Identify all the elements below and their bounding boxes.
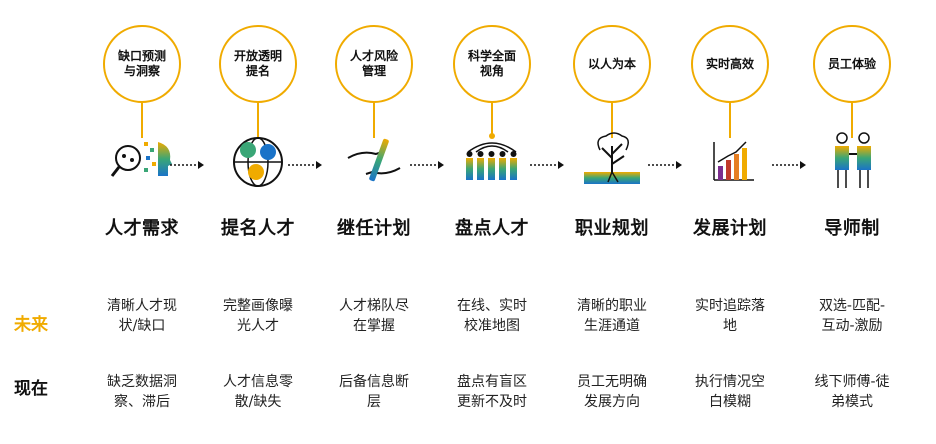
bubble: 人才风险 管理 — [314, 0, 434, 140]
flow-arrow — [288, 161, 322, 169]
stage-title: 提名人才 — [221, 218, 295, 239]
bubble: 开放透明 提名 — [198, 0, 318, 140]
now-text: 后备信息断 层 — [339, 374, 409, 410]
now-text: 缺乏数据洞 察、滞后 — [107, 374, 177, 410]
mentor-pair-icon — [820, 128, 884, 192]
future-text: 清晰人才现 状/缺口 — [107, 298, 177, 334]
future-text: 实时追踪落 地 — [695, 298, 765, 334]
flow-arrow — [410, 161, 444, 169]
flow-arrow — [772, 161, 806, 169]
bubble-label: 实时高效 — [705, 56, 754, 71]
tree-growth-icon — [580, 128, 644, 192]
flow-arrow — [530, 161, 564, 169]
row-label-now: 现在 — [14, 379, 48, 399]
flow-arrow — [170, 161, 204, 169]
column-development-plan: 实时高效 发展计划 实时追踪落 地 执行情况空 白模糊 — [670, 0, 790, 444]
globe-people-icon — [226, 128, 290, 192]
people-network-icon — [460, 128, 524, 192]
future-text: 在线、实时 校准地图 — [457, 298, 527, 334]
column-talent-demand: 缺口预测 与洞察 人才需求 清晰人才现 状/缺口 缺乏数据洞 察、滞后 — [82, 0, 202, 444]
flow-arrow — [648, 161, 682, 169]
bubble-label: 缺口预测 与洞察 — [117, 49, 166, 78]
column-career-plan: 以人为本 职业规划 清晰的职业 生涯通道 员工无明确 发展方向 — [552, 0, 672, 444]
bubble: 员工体验 — [792, 0, 912, 140]
stage-title: 人才需求 — [105, 218, 179, 239]
future-text: 完整画像曝 光人才 — [223, 298, 293, 334]
stage-title: 职业规划 — [575, 218, 649, 239]
future-text: 双选-匹配- 互动-激励 — [818, 298, 886, 334]
now-text: 线下师傅-徒 弟模式 — [814, 374, 890, 410]
bubble-label: 员工体验 — [827, 56, 876, 71]
column-mentorship: 员工体验 导师制 双选-匹配- 互动-激励 线下师傅-徒 弟模式 — [792, 0, 912, 444]
bubble: 科学全面 视角 — [432, 0, 552, 140]
magnifier-face-icon — [110, 128, 174, 192]
now-text: 人才信息零 散/缺失 — [223, 374, 293, 410]
stage-title: 继任计划 — [337, 218, 411, 239]
bubble: 缺口预测 与洞察 — [82, 0, 202, 140]
handover-baton-icon — [342, 128, 406, 192]
stage-title: 导师制 — [824, 218, 880, 239]
now-text: 执行情况空 白模糊 — [695, 374, 765, 410]
bar-chart-icon — [698, 128, 762, 192]
column-nominate-talent: 开放透明 提名 提名人才 完整画像曝 光人才 人才信息零 散/缺失 — [198, 0, 318, 444]
row-label-future: 未来 — [14, 315, 48, 335]
bubble-label: 科学全面 视角 — [467, 49, 516, 78]
future-text: 清晰的职业 生涯通道 — [577, 298, 647, 334]
bubble-label: 开放透明 提名 — [233, 49, 282, 78]
column-succession-plan: 人才风险 管理 继任计划 人才梯队尽 在掌握 后备信息断 层 — [314, 0, 434, 444]
bubble-label: 人才风险 管理 — [349, 49, 398, 78]
column-talent-review: 科学全面 视角 盘点人才 在线、实时 校准地图 盘点有盲区 更新不及时 — [432, 0, 552, 444]
bubble: 以人为本 — [552, 0, 672, 140]
bubble-label: 以人为本 — [587, 56, 636, 71]
now-text: 员工无明确 发展方向 — [577, 374, 647, 410]
bubble: 实时高效 — [670, 0, 790, 140]
future-text: 人才梯队尽 在掌握 — [339, 298, 409, 334]
now-text: 盘点有盲区 更新不及时 — [457, 374, 527, 410]
stage-title: 盘点人才 — [455, 218, 529, 239]
stage-title: 发展计划 — [693, 218, 767, 239]
